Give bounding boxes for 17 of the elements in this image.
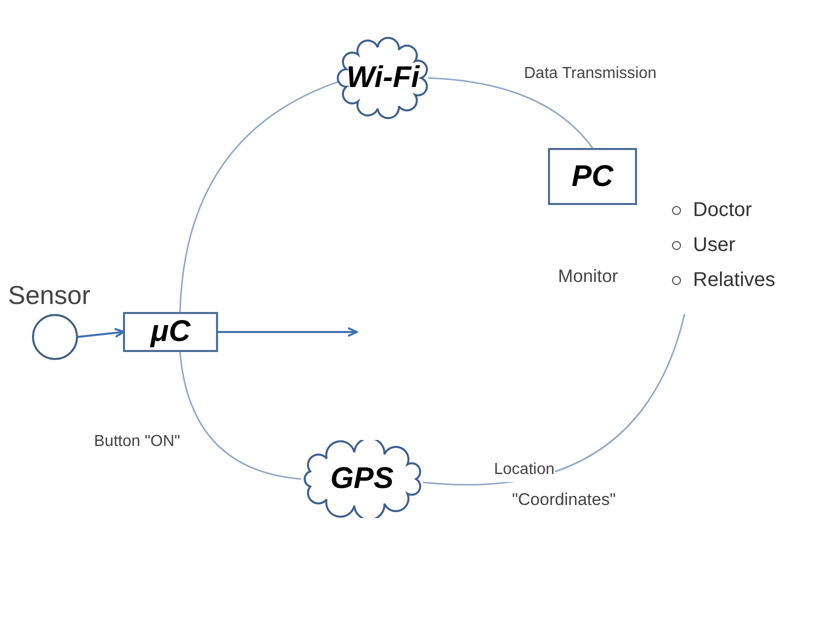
list-item: Doctor (693, 198, 752, 223)
process-box (123, 312, 218, 352)
connector-line (179, 352, 302, 480)
list-item: Relatives (693, 268, 776, 293)
arrow (76, 328, 125, 338)
node-label: GPS (330, 464, 394, 494)
node-label: PC (572, 162, 614, 192)
arrow (218, 327, 358, 337)
connector-line (179, 81, 338, 312)
node-label: Wi-Fi (346, 63, 420, 93)
process-box (548, 148, 637, 205)
list-item: User (693, 233, 736, 258)
node-caption: Monitor (558, 265, 618, 288)
note-text: "Coordinates" (512, 489, 616, 511)
node-label: μC (150, 317, 190, 347)
node-label: Sensor (8, 282, 90, 308)
connector-line (428, 77, 594, 148)
